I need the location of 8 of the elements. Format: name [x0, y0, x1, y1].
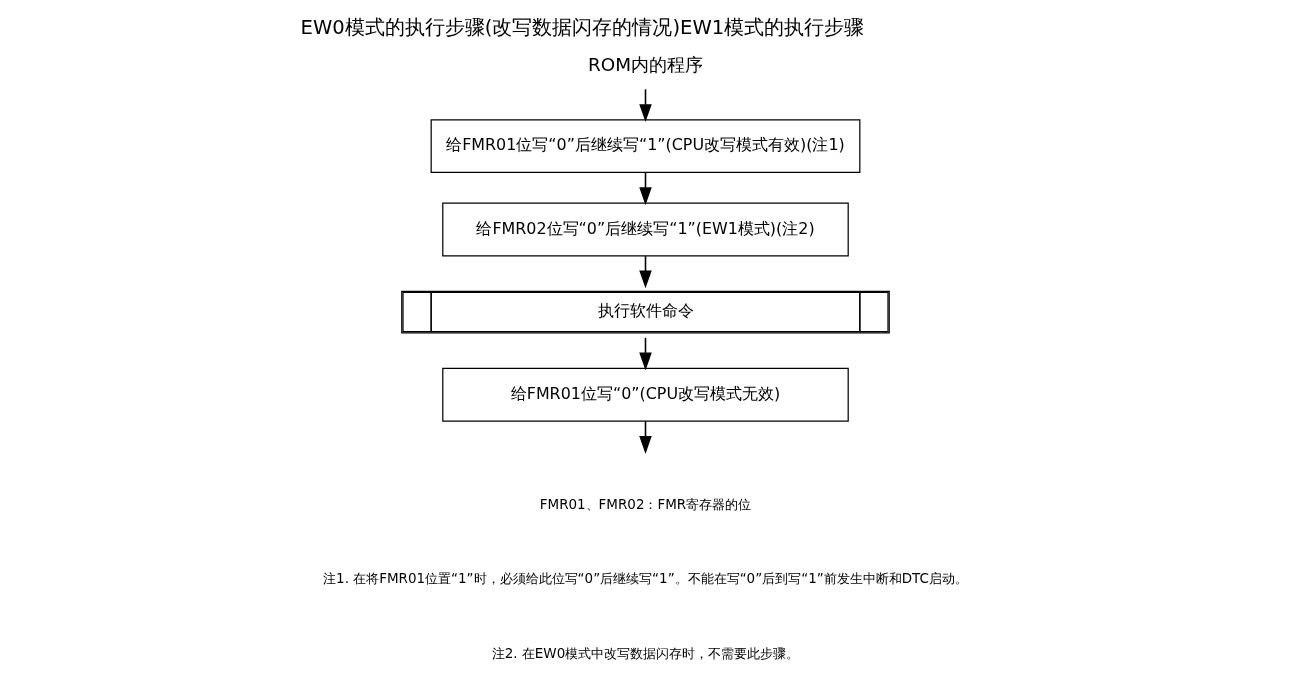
node-text: ROM内的程序: [587, 54, 704, 76]
diagram-title: EW0模式的执行步骤(改写数据闪存的情况)EW1模式的执行步骤: [300, 15, 865, 39]
node-box: 给FMR01位写“0”(CPU改写模式无效): [442, 367, 849, 422]
node-box: 给FMR02位写“0”后继续写“1”(EW1模式)(注2): [442, 202, 849, 257]
label: FMR01、FMR02：FMR寄存器的位: [539, 495, 752, 512]
node-box: 给FMR01位写“0”后继续写“1”(CPU改写模式有效)(注1): [430, 119, 861, 174]
label: 注1. 在将FMR01位置“1”时，必须给此位写“0”后继续写“1”。不能在写“0”后到写“1”前发生中断和DTC启动。: [323, 570, 968, 587]
label: 注2. 在EW0模式中改写数据闪存时，不需要此步骤。: [491, 645, 800, 662]
